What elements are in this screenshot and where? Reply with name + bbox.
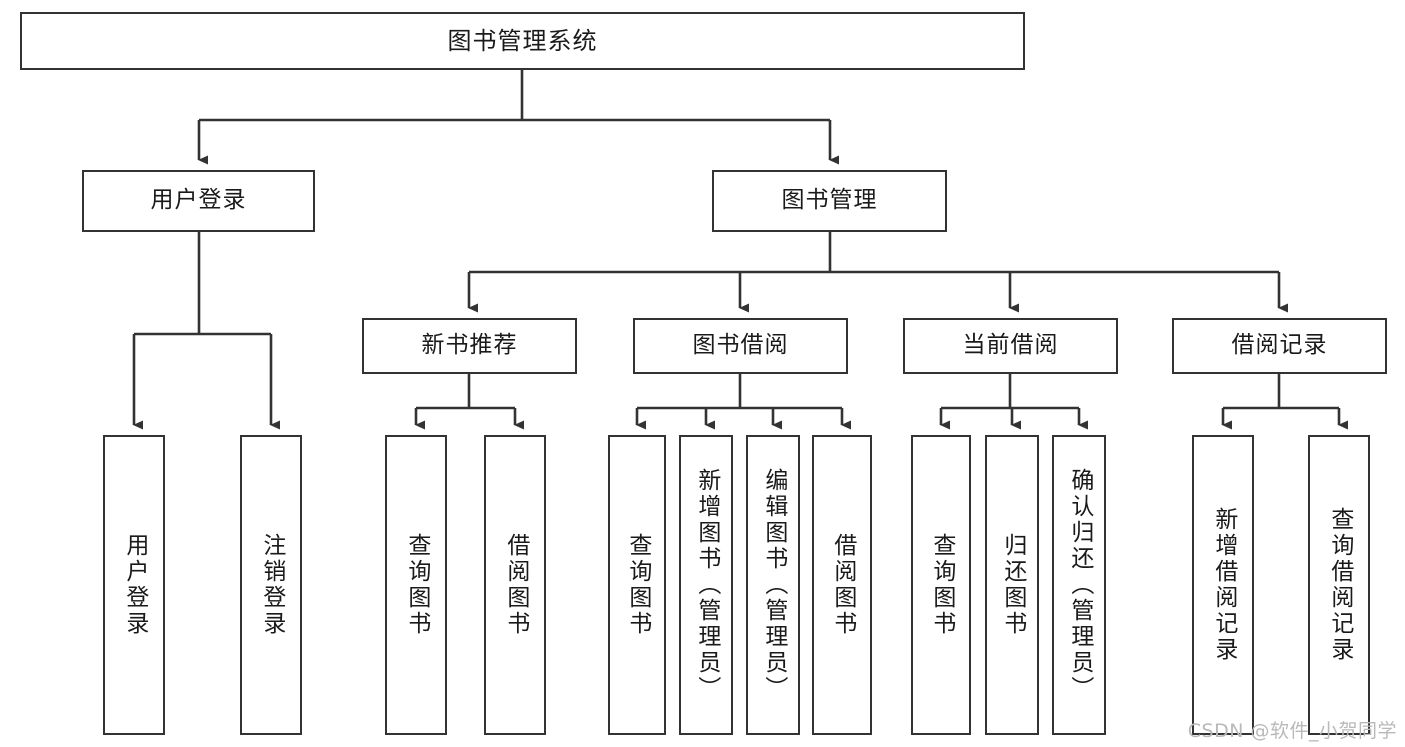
- node-leaf-query-borrow-record-label: 查询借阅记录: [1326, 507, 1353, 663]
- node-leaf-query-book-1[interactable]: 查询图书: [385, 435, 447, 735]
- node-borrow-record-label: 借阅记录: [1231, 332, 1328, 359]
- node-leaf-logout-label: 注销登录: [258, 533, 285, 637]
- node-leaf-confirm-return-admin-label: 确认归还（管理员）: [1066, 468, 1093, 702]
- node-book-borrow-label: 图书借阅: [692, 332, 789, 359]
- node-leaf-query-borrow-record[interactable]: 查询借阅记录: [1308, 435, 1370, 735]
- edge-group-borrow-record: [1221, 374, 1348, 430]
- node-root-label: 图书管理系统: [447, 26, 598, 55]
- node-user-login-label: 用户登录: [150, 187, 247, 214]
- node-leaf-borrow-book-2[interactable]: 借阅图书: [812, 435, 872, 735]
- node-user-login[interactable]: 用户登录: [82, 170, 315, 232]
- node-root[interactable]: 图书管理系统: [20, 12, 1025, 70]
- node-leaf-return-book-label: 归还图书: [999, 533, 1026, 637]
- node-leaf-borrow-book-1-label: 借阅图书: [502, 533, 529, 637]
- node-leaf-add-borrow-record[interactable]: 新增借阅记录: [1192, 435, 1254, 735]
- node-leaf-add-borrow-record-label: 新增借阅记录: [1210, 507, 1237, 663]
- edge-group-book-borrow: [635, 374, 851, 430]
- node-book-manage[interactable]: 图书管理: [712, 170, 947, 232]
- node-current-borrow[interactable]: 当前借阅: [903, 318, 1118, 374]
- node-leaf-confirm-return-admin[interactable]: 确认归还（管理员）: [1052, 435, 1106, 735]
- edge-group-book-manage: [467, 232, 1288, 313]
- node-book-manage-label: 图书管理: [781, 187, 878, 214]
- node-book-borrow[interactable]: 图书借阅: [633, 318, 848, 374]
- edge-group-user-login: [132, 232, 280, 430]
- edge-group-new-book-rec: [414, 374, 524, 430]
- node-leaf-borrow-book-1[interactable]: 借阅图书: [484, 435, 546, 735]
- node-leaf-query-book-2-label: 查询图书: [624, 533, 651, 637]
- node-leaf-edit-book-admin[interactable]: 编辑图书（管理员）: [746, 435, 800, 735]
- node-borrow-record[interactable]: 借阅记录: [1172, 318, 1387, 374]
- node-leaf-add-book-admin-label: 新增图书（管理员）: [693, 468, 720, 702]
- csdn-watermark: CSDN @软件_小贺同学: [1187, 720, 1397, 742]
- node-leaf-query-book-1-label: 查询图书: [403, 533, 430, 637]
- node-leaf-logout[interactable]: 注销登录: [240, 435, 302, 735]
- node-leaf-edit-book-admin-label: 编辑图书（管理员）: [760, 468, 787, 702]
- node-leaf-user-login[interactable]: 用户登录: [103, 435, 165, 735]
- node-new-book-recommend-label: 新书推荐: [421, 332, 518, 359]
- node-leaf-return-book[interactable]: 归还图书: [985, 435, 1039, 735]
- node-leaf-query-book-3[interactable]: 查询图书: [911, 435, 971, 735]
- node-leaf-add-book-admin[interactable]: 新增图书（管理员）: [679, 435, 733, 735]
- node-leaf-query-book-3-label: 查询图书: [928, 533, 955, 637]
- edge-group-root: [197, 70, 839, 165]
- edge-group-current-borrow: [939, 374, 1088, 430]
- node-new-book-recommend[interactable]: 新书推荐: [362, 318, 577, 374]
- node-leaf-query-book-2[interactable]: 查询图书: [608, 435, 666, 735]
- node-leaf-borrow-book-2-label: 借阅图书: [829, 533, 856, 637]
- node-current-borrow-label: 当前借阅: [962, 332, 1059, 359]
- node-leaf-user-login-label: 用户登录: [121, 533, 148, 637]
